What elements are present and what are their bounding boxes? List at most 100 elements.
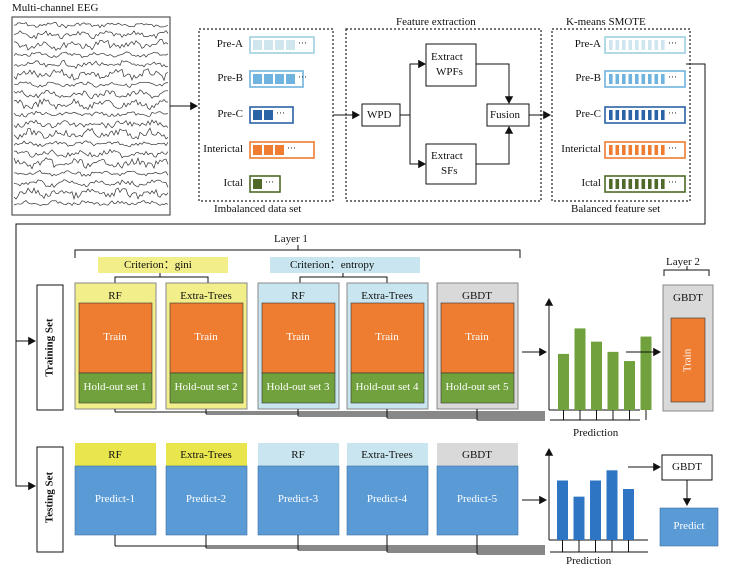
- arrow-head: [653, 347, 661, 357]
- balanced-class-label: Ictal: [581, 177, 601, 189]
- imbalanced-class-label: Pre-C: [217, 108, 243, 120]
- imbalanced-cell: [275, 74, 284, 84]
- arrow-head: [544, 448, 554, 456]
- holdout-block: [261, 372, 336, 404]
- predict-label: Predict-1: [94, 493, 136, 505]
- connector-to-testing: [15, 63, 706, 487]
- eeg-trace: [13, 89, 169, 100]
- gini-brace: [114, 276, 209, 283]
- holdout-block: [350, 372, 425, 404]
- imbalanced-cell: [275, 145, 284, 155]
- predict-block: [74, 465, 157, 536]
- balanced-cell: [635, 110, 639, 120]
- train-label: Train: [286, 331, 310, 343]
- arrow-head: [190, 101, 198, 111]
- wpd-to-sfs: [409, 115, 421, 165]
- train-block: [440, 302, 515, 374]
- eeg-trace: [13, 30, 169, 40]
- eeg-trace: [13, 22, 169, 29]
- layer1-brace: [74, 249, 521, 258]
- testing-bar: [623, 489, 634, 540]
- wpfs-to-fusion: [476, 63, 510, 98]
- imbalanced-cell: [253, 145, 262, 155]
- layer2-title: Layer 2: [666, 256, 700, 268]
- testing-model-header: [75, 443, 156, 466]
- balanced-cell: [661, 145, 665, 155]
- train-block: [78, 302, 153, 374]
- balanced-cell: [661, 74, 665, 84]
- training-model-name: Extra-Trees: [180, 290, 232, 302]
- balanced-class-label: Pre-B: [575, 72, 601, 84]
- balanced-cell: [654, 145, 659, 155]
- imbalanced-class-label: Pre-B: [217, 72, 243, 84]
- balanced-cell: [648, 145, 652, 155]
- eeg-trace: [13, 38, 169, 51]
- imbalanced-cell: [253, 179, 262, 189]
- balanced-cell: [622, 179, 626, 189]
- balanced-cell: [635, 179, 639, 189]
- eeg-trace: [13, 127, 169, 140]
- balanced-cell: [654, 110, 659, 120]
- balanced-cell: [628, 40, 633, 50]
- eeg-trace: [13, 98, 169, 111]
- predict-block: [436, 465, 519, 536]
- balanced-cell: [628, 179, 633, 189]
- holdout-label: Hold-out set 4: [355, 381, 419, 393]
- balanced-cell: [654, 40, 659, 50]
- balanced-cell: [635, 74, 639, 84]
- eeg-trace: [13, 170, 169, 177]
- balanced-cell: [661, 110, 665, 120]
- arrow-head: [28, 481, 36, 491]
- testing-model-header: [437, 443, 518, 466]
- balanced-cell: [641, 179, 646, 189]
- predict-label: Predict-2: [185, 493, 227, 505]
- eeg-trace: [13, 157, 169, 170]
- train-block: [169, 302, 244, 374]
- testing-prediction-label: Prediction: [566, 555, 612, 567]
- ellipsis: ···: [668, 72, 677, 82]
- balanced-cell: [622, 74, 626, 84]
- balanced-box: [551, 28, 691, 202]
- balanced-cell: [628, 110, 633, 120]
- imbalanced-class-label: Pre-A: [216, 38, 243, 50]
- eeg-trace: [13, 179, 169, 189]
- ellipsis: ···: [668, 38, 677, 48]
- wpd-to-wpfs: [400, 63, 421, 116]
- eeg-trace: [13, 51, 169, 58]
- arrow-head: [418, 59, 426, 69]
- imbalanced-class-label: Interictal: [203, 143, 243, 155]
- training-bar: [558, 353, 569, 410]
- extract-sfs-box: [425, 143, 477, 185]
- eeg-trace: [13, 187, 169, 201]
- testing-model-name: Extra-Trees: [180, 449, 232, 461]
- balanced-cell: [628, 145, 633, 155]
- training-prediction-label: Prediction: [573, 427, 619, 439]
- arrow-head: [682, 498, 692, 506]
- predict-label: Predict-4: [366, 493, 408, 505]
- testing-model-name: GBDT: [462, 449, 492, 461]
- feature-title: Feature extraction: [396, 16, 476, 28]
- arrow-head: [653, 462, 661, 472]
- balanced-cell: [609, 179, 613, 189]
- eeg-trace: [13, 148, 169, 159]
- eeg-trace: [13, 119, 169, 129]
- layer2-train-label: Train: [681, 348, 694, 373]
- predict-label: Predict-3: [277, 493, 319, 505]
- balanced-cell: [609, 40, 613, 50]
- imbalanced-cell: [264, 40, 273, 50]
- criterion-entropy-bg: [270, 257, 420, 273]
- predict-label: Predict-5: [456, 493, 498, 505]
- training-bar: [591, 341, 602, 410]
- arrow-head: [352, 110, 360, 120]
- ellipsis: ···: [298, 38, 307, 48]
- testing-model-name: RF: [108, 449, 122, 461]
- arrow-head: [543, 110, 551, 120]
- imbalanced-cell: [253, 74, 262, 84]
- balanced-cell: [622, 40, 626, 50]
- balanced-cell: [641, 145, 646, 155]
- criterion-gini: Criterion：gini: [124, 259, 192, 271]
- extract-wpfs-line1: Extract: [431, 51, 463, 63]
- eeg-trace: [13, 110, 169, 118]
